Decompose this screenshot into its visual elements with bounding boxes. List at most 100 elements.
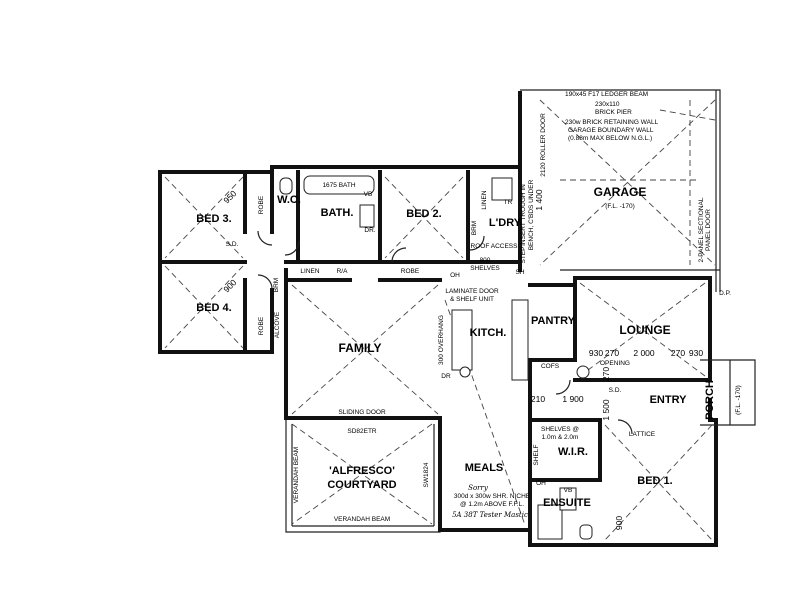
outer-walls: [158, 165, 756, 547]
room-garage: GARAGE: [594, 185, 647, 199]
label-oh-hall: OH: [450, 272, 460, 279]
label-tr: TR: [504, 199, 513, 206]
label-panel-door: PANEL DOOR: [705, 209, 712, 251]
label-wir-shelves: SHELVES @: [541, 426, 579, 433]
dim-1400: 1 400: [534, 189, 544, 211]
label-downpipe: D.P.: [719, 290, 731, 297]
label-sliding-door: SLIDING DOOR: [338, 409, 386, 416]
room-bed2: BED 2.: [406, 208, 441, 220]
label-800-shelves: 800: [480, 257, 491, 264]
label-overhang: 300 OVERHANG: [438, 315, 445, 365]
room-lounge: LOUNGE: [619, 323, 670, 337]
dim-1500: 1 500: [601, 399, 611, 421]
porch-floor-level: (F.L. -170): [735, 385, 742, 415]
ensuite-shower: [537, 504, 563, 540]
label-linen-ldry: LINEN: [481, 190, 488, 209]
room-ensuite: ENSUITE: [543, 497, 591, 509]
garage-floor-level: (F.L. -170): [605, 203, 635, 210]
room-kitch: KITCH.: [470, 327, 507, 339]
label-alcove: ALCOVE: [274, 311, 281, 338]
label-robe-bed4: ROBE: [258, 316, 265, 335]
label-laminate-door: LAMINATE DOOR: [445, 288, 499, 295]
label-brm-ldry: BRM: [471, 221, 478, 235]
label-niche-height: @ 1.2m ABOVE F.F.L.: [460, 501, 524, 508]
label-sh: SH: [515, 269, 524, 276]
dim-930-right: 930: [689, 348, 703, 358]
label-verandah-beam-vertical: VERANDAH BEAM: [293, 447, 300, 503]
label-step: STEP: [520, 247, 527, 264]
room-pantry: PANTRY: [531, 315, 576, 327]
label-bench-cbds: BENCH, C'BDS UNDER: [528, 179, 535, 250]
room-bath: BATH.: [321, 207, 354, 219]
dim-900: 900: [614, 516, 624, 530]
label-robe-bed3: ROBE: [258, 195, 265, 214]
handwritten-note-2: 5A 38T Tester Mastic: [452, 511, 528, 519]
handwritten-note: Sorry: [468, 484, 489, 492]
label-sliding-door-code: SD82ETR: [347, 428, 377, 435]
room-porch: PORCH: [704, 380, 716, 420]
label-sectional-door: 2-PANEL SECTIONAL: [698, 197, 705, 262]
ensuite-wc: [579, 524, 593, 540]
dim-900-bed4: 900: [221, 277, 238, 294]
dim-270-vertical: 270: [601, 367, 611, 381]
door-swings: [257, 230, 633, 435]
label-brick-pier: BRICK PIER: [595, 109, 632, 116]
label-lattice: LATTICE: [629, 431, 656, 438]
label-below-ngl: (0.88m MAX BELOW N.G.L.): [568, 135, 652, 142]
label-brick-pier-size: 230x110: [595, 101, 620, 108]
label-robe-bed2: ROBE: [401, 268, 420, 275]
label-sd-bed3: S.D.: [226, 241, 239, 248]
garage-outline: [518, 89, 721, 292]
label-shelf-unit: & SHELF UNIT: [450, 296, 494, 303]
label-niche: 300d x 300w SHR. NICHE: [454, 493, 531, 500]
label-ledger-beam: 190x45 F17 LEDGER BEAM: [565, 91, 648, 98]
dim-950: 950: [221, 188, 238, 205]
dim-2000: 2 000: [633, 348, 655, 358]
label-brm-hall: BRM: [273, 278, 280, 292]
ensuite-vanity: [559, 487, 577, 511]
room-wir: W.I.R.: [558, 446, 588, 458]
label-cofs: COFS: [541, 363, 560, 370]
room-wc: W.C.: [277, 194, 301, 206]
room-alfresco: 'ALFRESCO': [329, 465, 395, 477]
label-shelves: SHELVES: [470, 265, 500, 272]
room-labels: BED 3. W.C. BATH. BED 2. L'DRY GARAGE (F…: [196, 185, 742, 509]
label-bath-size: 1675 BATH: [322, 182, 355, 189]
kitchen-bench: [511, 299, 529, 381]
dim-270-left: 270: [605, 348, 619, 358]
dim-210: 210: [531, 394, 545, 404]
label-roof-access: ROOF ACCESS: [471, 243, 519, 250]
fixtures: [279, 175, 593, 540]
room-diagonals: [164, 176, 713, 541]
label-dr-kitch: DR: [441, 373, 451, 380]
label-shelf: SHELF: [533, 444, 540, 465]
room-family: FAMILY: [339, 341, 382, 355]
room-bed4: BED 4.: [196, 302, 231, 314]
laundry-trough: [491, 177, 513, 201]
label-retaining-wall: 230w BRICK RETAINING WALL: [565, 119, 659, 126]
bath-tub: [303, 175, 375, 195]
label-boundary-wall: GARAGE BOUNDARY WALL: [568, 127, 654, 134]
annotation-labels: ROBE ROBE ROBE S.D. S.D. LINEN LINEN R/A…: [226, 91, 731, 523]
dim-1900: 1 900: [562, 394, 584, 404]
label-return-air: R/A: [337, 268, 349, 275]
vanity: [359, 204, 375, 228]
label-vb-bath: VB: [364, 191, 373, 198]
label-linen-hall: LINEN: [300, 268, 319, 275]
wc-pan: [279, 177, 293, 195]
room-courtyard: COURTYARD: [327, 479, 396, 491]
label-vb-ensuite: VB: [564, 487, 573, 494]
label-dr-bath: DR.: [364, 227, 375, 234]
room-meals: MEALS: [465, 462, 504, 474]
label-wir-shelf-heights: 1.0m & 2.0m: [542, 434, 579, 441]
dim-270-right: 270: [671, 348, 685, 358]
dim-930-left: 930: [589, 348, 603, 358]
label-verandah-beam: VERANDAH BEAM: [334, 516, 390, 523]
label-sliding-window-code: SW1824: [423, 462, 430, 487]
lounge-light: [576, 365, 590, 379]
label-opening: OPENING: [600, 360, 630, 367]
internal-walls: [158, 170, 712, 482]
room-ldry: L'DRY: [489, 217, 522, 229]
meals-light: [459, 366, 471, 378]
